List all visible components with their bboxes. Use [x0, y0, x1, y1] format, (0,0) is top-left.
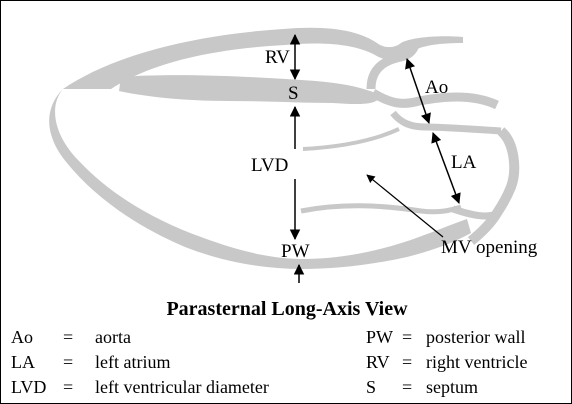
legend-meaning: left ventricular diameter — [95, 377, 269, 397]
legend-meaning: septum — [426, 377, 478, 397]
legend-meaning: posterior wall — [426, 327, 526, 347]
legend-meaning: right ventricle — [426, 352, 528, 372]
legend-row-s: S = septum — [366, 377, 566, 399]
legend-equals: = — [402, 377, 413, 397]
posterior-mitral-leaflet — [300, 203, 462, 215]
legend-abbr: S — [366, 377, 377, 397]
legend-abbr: PW — [366, 327, 393, 347]
legend-equals: = — [63, 352, 74, 372]
label-mv-opening: MV opening — [441, 237, 538, 258]
legend-meaning: aorta — [95, 327, 131, 347]
posterior-wall — [49, 89, 471, 269]
ao-arrow — [405, 58, 431, 124]
label-la: LA — [451, 152, 477, 173]
legend-abbr: LVD — [11, 377, 47, 397]
la-arrow — [431, 132, 461, 204]
legend-equals: = — [402, 352, 413, 372]
anterior-mitral-leaflet — [302, 127, 400, 151]
legend-equals: = — [63, 377, 74, 397]
legend-equals: = — [63, 327, 74, 347]
label-rv: RV — [265, 47, 290, 68]
left-atrium-floor — [451, 205, 501, 220]
label-s: S — [288, 83, 299, 104]
aortic-cusp — [390, 110, 502, 135]
legend-abbr: LA — [11, 352, 35, 372]
label-ao: Ao — [425, 77, 448, 98]
mv-arrow — [366, 174, 444, 238]
heart-diagram: RV S Ao LVD LA PW MV opening — [49, 27, 538, 283]
aortic-wall-anterior — [366, 43, 420, 90]
legend-row-rv: RV = right ventricle — [366, 352, 566, 374]
legend-row-lvd: LVD = left ventricular diameter — [11, 377, 341, 399]
label-pw: PW — [281, 241, 310, 262]
legend-abbr: RV — [366, 352, 390, 372]
legend-row-la: LA = left atrium — [11, 352, 341, 374]
left-atrium-wall — [467, 127, 520, 245]
legend-equals: = — [402, 327, 413, 347]
label-lvd: LVD — [251, 155, 288, 176]
septum-band — [119, 75, 381, 105]
legend-row-ao: Ao = aorta — [11, 327, 341, 349]
legend-abbr: Ao — [11, 327, 33, 347]
figure-title: Parasternal Long-Axis View — [166, 298, 408, 320]
legend-row-pw: PW = posterior wall — [366, 327, 566, 349]
legend-meaning: left atrium — [95, 352, 171, 372]
anterior-wall — [63, 27, 463, 89]
